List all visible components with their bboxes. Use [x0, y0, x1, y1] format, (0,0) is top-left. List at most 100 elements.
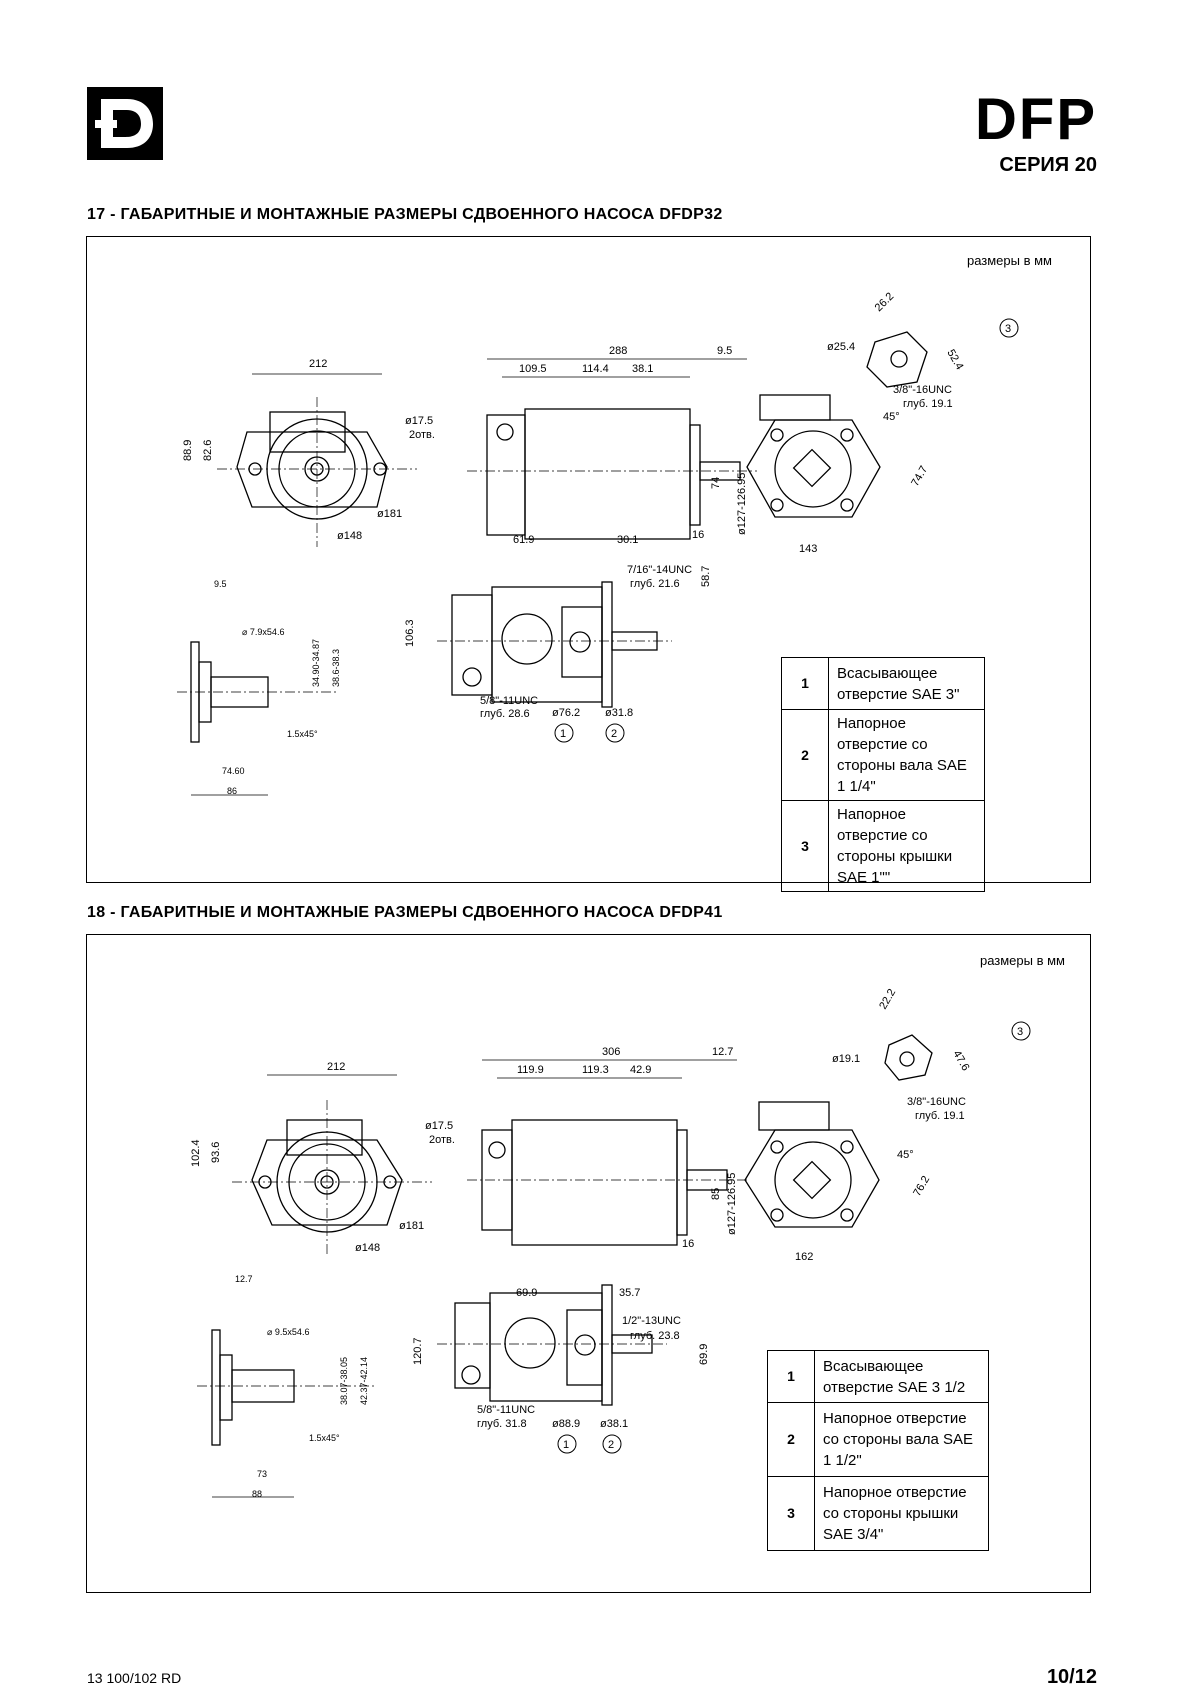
- legend-text: Напорное отверстие со стороны вала SAE 1…: [814, 1402, 989, 1477]
- port-2-label: 2: [608, 1439, 614, 1451]
- dimension-label: 3/8"-16UNC: [907, 1096, 966, 1108]
- dimension-label: глуб. 21.6: [630, 578, 680, 590]
- port-1-label: 1: [563, 1439, 569, 1451]
- front-view: [232, 1074, 432, 1255]
- series-label: СЕРИЯ 20: [999, 154, 1097, 176]
- dimension-label: ø17.5: [425, 1120, 453, 1132]
- dimension-label: 9.5: [214, 579, 227, 589]
- shaft-dims: 12.7 ⌀ 9.5x54.6 38.07-38.05 42.37-42.14 …: [235, 1274, 369, 1499]
- dimension-label: 119.3: [582, 1064, 609, 1076]
- dimension-label: 3/8"-16UNC: [893, 384, 952, 396]
- dimension-label: ø31.8: [605, 707, 633, 719]
- dimension-label: 47.6: [950, 1049, 971, 1074]
- dimension-label: 106.3: [404, 619, 416, 647]
- dimension-label: 58.7: [700, 566, 712, 587]
- section-18-frame: размеры в мм 212 ø17.5 2отв. 102.4 93.6 …: [86, 934, 1091, 1593]
- dimension-label: 109.5: [519, 363, 547, 375]
- side-view: [467, 358, 757, 540]
- dimension-label: 30.1: [617, 534, 638, 546]
- port-3-label: 3: [1005, 323, 1011, 335]
- front-dims: 212 ø17.5 2отв. 88.9 82.6 ø181 ø148: [182, 358, 435, 542]
- dimension-label: глуб. 28.6: [480, 708, 530, 720]
- dimension-label: 16: [692, 529, 704, 541]
- legend-number: 2: [767, 1402, 815, 1477]
- units-note: размеры в мм: [966, 253, 1052, 268]
- dimension-label: 5/8"-11UNC: [480, 695, 538, 707]
- dimension-label: ø19.1: [832, 1053, 860, 1065]
- dimension-label: ø127-126.95: [726, 1173, 738, 1235]
- top-view: [437, 581, 672, 708]
- rear-dims: 26.2 52.4 ø25.4 3/8"-16UNC глуб. 19.1 45…: [710, 290, 966, 555]
- top-dims: 69.9 35.7 1/2"-13UNC глуб. 23.8 69.9 120…: [412, 1287, 710, 1430]
- shaft-dims: 9.5 ⌀ 7.9x54.6 34.90-34.87 38.6-38.3 1.5…: [214, 579, 341, 796]
- dimension-label: 120.7: [412, 1337, 424, 1365]
- dimension-label: 82.6: [202, 440, 214, 461]
- port-3-label: 3: [1017, 1026, 1023, 1038]
- dimension-label: глуб. 19.1: [903, 398, 953, 410]
- section-17-frame: размеры в мм 212 ø17.5 2отв. 88.9 82.6 ø…: [86, 236, 1091, 892]
- dimension-label: 212: [327, 1061, 345, 1073]
- dimension-label: ø148: [355, 1242, 380, 1254]
- legend-number: 1: [781, 657, 829, 710]
- dimension-label: 45°: [883, 411, 900, 423]
- dimension-label: 42.9: [630, 1064, 651, 1076]
- dimension-label: ø148: [337, 530, 362, 542]
- drawing-dfdp32: 212 ø17.5 2отв. 88.9 82.6 ø181 ø148 288 …: [177, 290, 1019, 796]
- dimension-label: глуб. 23.8: [630, 1330, 680, 1342]
- dimension-label: ø127-126.95: [736, 473, 748, 535]
- series-header: DFP СЕРИЯ 20: [975, 87, 1097, 177]
- legend-number: 2: [781, 709, 829, 801]
- dimension-label: глуб. 19.1: [915, 1110, 965, 1122]
- dimension-label: глуб. 31.8: [477, 1418, 527, 1430]
- port-2-label: 2: [611, 728, 617, 740]
- company-logo: [87, 87, 163, 160]
- dimension-label: 2отв.: [429, 1134, 455, 1146]
- port-1-2-markers: [557, 1434, 622, 1454]
- dimension-label: 76.2: [911, 1174, 932, 1199]
- dimension-label: 38.1: [632, 363, 653, 375]
- port-1-2-markers: [554, 723, 625, 743]
- dimension-label: 114.4: [582, 363, 609, 375]
- dimension-label: 12.7: [712, 1046, 733, 1058]
- dimension-label: 74: [710, 477, 722, 489]
- series-code: DFP: [975, 87, 1097, 152]
- dimension-label: 85: [710, 1188, 722, 1200]
- dimension-label: 1/2"-13UNC: [622, 1315, 681, 1327]
- dimension-label: 143: [799, 543, 817, 555]
- shaft-detail: [177, 641, 337, 796]
- dimension-label: 12.7: [235, 1274, 253, 1284]
- dimension-label: 34.90-34.87: [311, 639, 321, 687]
- legend-number: 1: [767, 1350, 815, 1403]
- shaft-detail: [197, 1329, 377, 1498]
- dimension-label: ø76.2: [552, 707, 580, 719]
- dimension-label: 73: [257, 1469, 267, 1479]
- dimension-label: 306: [602, 1046, 620, 1058]
- front-view: [217, 373, 417, 547]
- rear-view: [746, 331, 928, 518]
- rear-view: [744, 1034, 933, 1228]
- dimension-label: 212: [309, 358, 327, 370]
- top-view: [437, 1284, 667, 1406]
- dimension-label: 5/8"-11UNC: [477, 1404, 535, 1416]
- section-18-title: 18 - ГАБАРИТНЫЕ И МОНТАЖНЫЕ РАЗМЕРЫ СДВО…: [87, 904, 723, 921]
- dimension-label: 61.9: [513, 534, 534, 546]
- dimension-label: ⌀ 9.5x54.6: [267, 1327, 309, 1337]
- front-dims: 212 ø17.5 2отв. 102.4 93.6 ø181 ø148: [190, 1061, 455, 1254]
- dimension-label: 86: [227, 786, 237, 796]
- dimension-label: ø88.9: [552, 1418, 580, 1430]
- dimension-label: 119.9: [517, 1064, 544, 1076]
- dimension-label: 35.7: [619, 1287, 640, 1299]
- dimension-label: 69.9: [516, 1287, 537, 1299]
- dimension-label: 88: [252, 1489, 262, 1499]
- legend-text: Всасывающее отверстие SAE 3": [828, 657, 985, 710]
- legend-text: Напорное отверстие со стороны вала SAE 1…: [828, 709, 985, 801]
- dimension-label: ⌀ 7.9x54.6: [242, 627, 284, 637]
- dimension-label: 16: [682, 1238, 694, 1250]
- page-number: 10/12: [1046, 1666, 1097, 1688]
- dimension-label: 22.2: [877, 987, 898, 1012]
- side-view: [467, 1059, 747, 1246]
